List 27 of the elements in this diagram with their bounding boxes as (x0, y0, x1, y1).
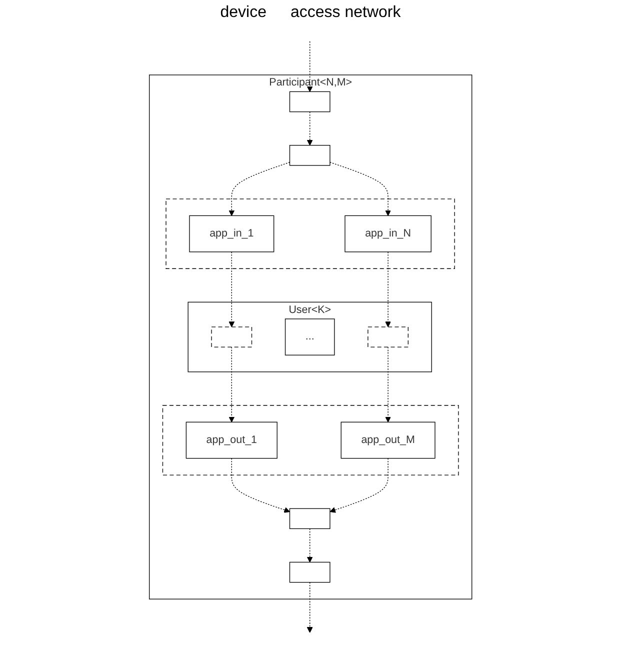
node-box: app_out_1 (186, 422, 278, 459)
node-picture (368, 326, 408, 348)
node-box (289, 508, 330, 530)
node-box: app_in_1 (189, 215, 274, 252)
node-box (289, 562, 330, 583)
arrow (330, 458, 388, 513)
node-box: app_out_M (340, 422, 436, 459)
arrow (306, 41, 313, 92)
diagram-label: device (220, 4, 266, 22)
node-box (289, 144, 330, 166)
node-box (289, 91, 330, 112)
node-box: ... (284, 318, 335, 356)
node-box: app_in_N (344, 215, 432, 252)
arrow (306, 582, 313, 633)
arrow (228, 252, 234, 328)
arrow (306, 528, 313, 562)
cluster (162, 405, 459, 476)
arrow (228, 162, 290, 216)
arrow (330, 162, 391, 216)
node-picture (211, 326, 252, 348)
arrow (231, 458, 290, 513)
arrow (306, 111, 313, 146)
arrow (228, 346, 234, 422)
cluster (166, 198, 455, 269)
arrow (385, 346, 391, 422)
diagram-label: access network (290, 4, 401, 22)
arrow (385, 252, 391, 328)
